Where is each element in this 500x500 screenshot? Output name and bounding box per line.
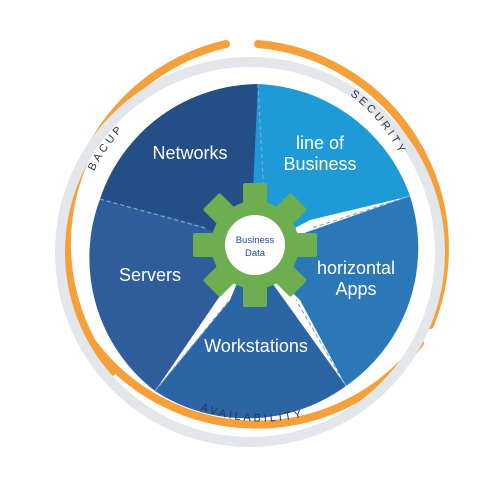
label-lob-line1: line of (296, 133, 345, 153)
ring-arc-bottom (90, 339, 424, 429)
inner-ring (55, 57, 445, 447)
label-apps-line2: Apps (335, 279, 376, 299)
divider-lines (99, 83, 411, 392)
segment-workstations (155, 252, 346, 419)
divider-lob-apps (311, 195, 411, 229)
gear-hub (225, 215, 285, 275)
center-label-line2: Data (245, 248, 266, 259)
label-workstations: Workstations (204, 336, 308, 356)
divider-networks-lob (257, 83, 266, 216)
divider-apps-workstations (295, 299, 347, 387)
label-servers: Servers (119, 265, 181, 285)
center-label-line1: Business (236, 235, 275, 246)
label-lob-line2: Business (283, 154, 356, 174)
label-apps-line1: horizontal (317, 258, 395, 278)
divider-workstations-servers (154, 301, 229, 392)
label-networks: Networks (152, 143, 227, 163)
gear-icon (193, 183, 317, 307)
